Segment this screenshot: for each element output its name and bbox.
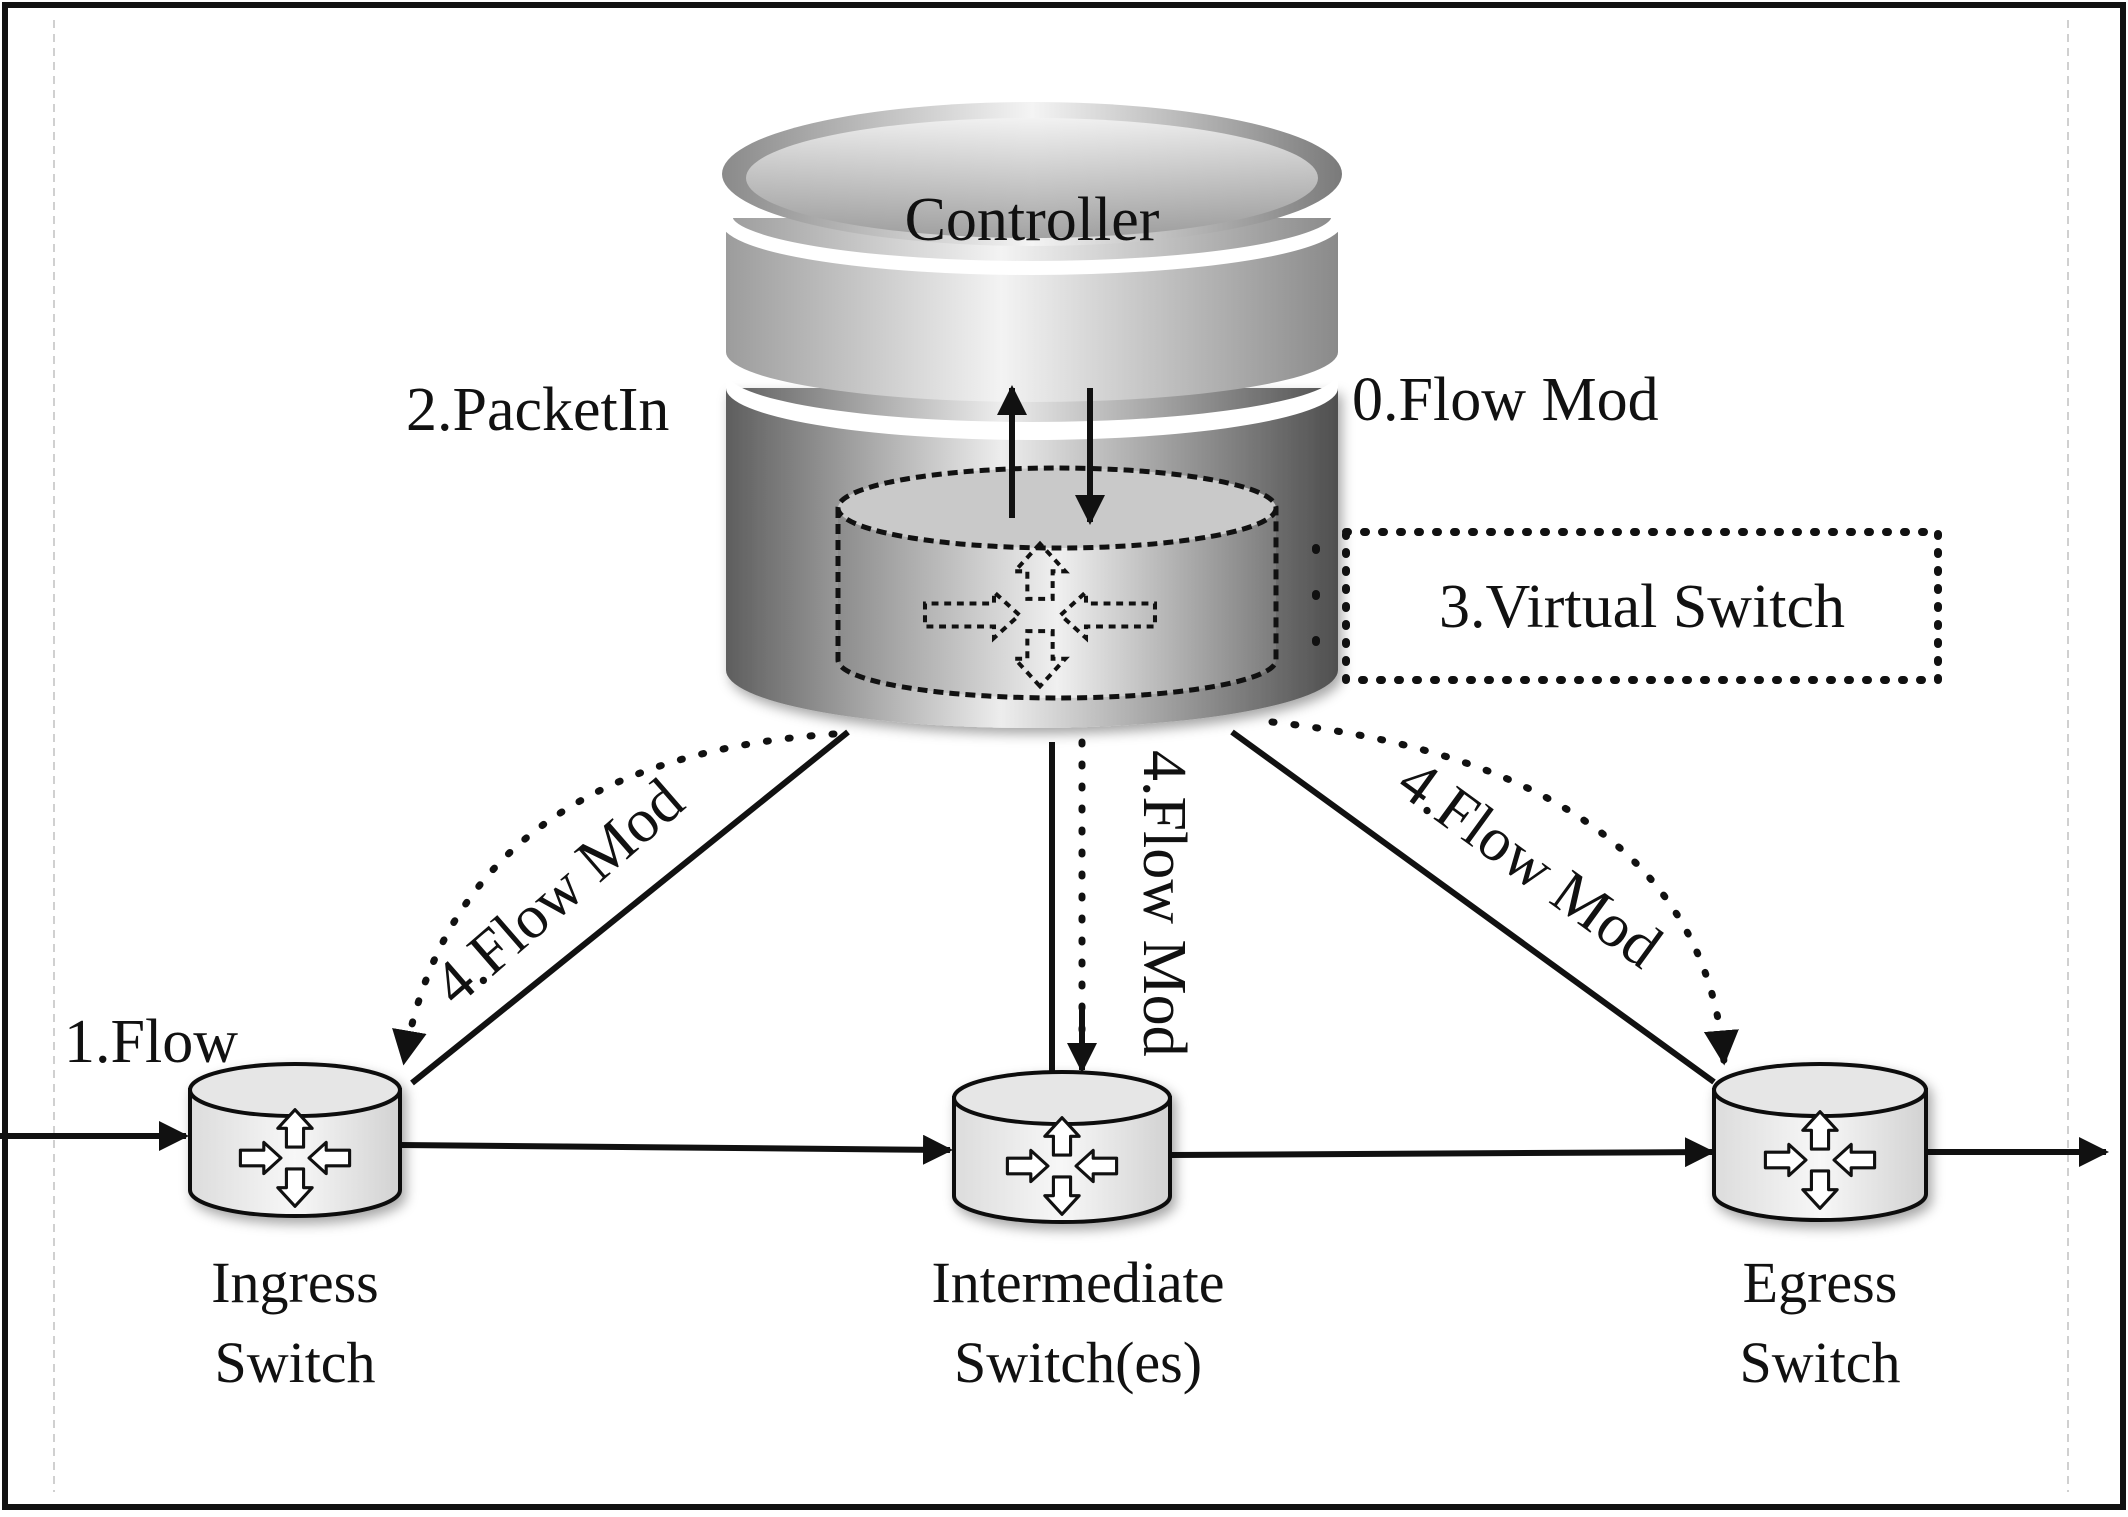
virtual-switch-icon — [922, 540, 1158, 690]
ingress-switch — [188, 1062, 402, 1218]
ingress-switch-label-2: Switch — [214, 1330, 375, 1395]
egress-switch-label-2: Switch — [1739, 1330, 1900, 1395]
label-flow-1: 1.Flow — [64, 1008, 238, 1076]
controller-label: Controller — [905, 186, 1160, 254]
ingress-switch-label-1: Ingress — [211, 1250, 379, 1315]
virtual-switch-cylinder — [835, 465, 1279, 701]
link-controller-ingress — [410, 729, 850, 1086]
label-flow-mod-0: 0.Flow Mod — [1352, 366, 1659, 434]
virtual-switch-callout — [1342, 528, 1942, 684]
link-controller-egress — [1230, 729, 1716, 1085]
controller-cylinder — [719, 102, 1345, 728]
label-flow-mod-4-center: 4.Flow Mod — [1130, 750, 1198, 1057]
label-virtual-switch: 3.Virtual Switch — [1439, 573, 1845, 641]
intermediate-switch-label-1: Intermediate — [931, 1250, 1224, 1315]
flow-mod-4-left-curve — [392, 730, 838, 1066]
flow-intermediate-to-egress — [1171, 1137, 1715, 1168]
label-packet-in: 2.PacketIn — [406, 376, 669, 444]
egress-switch-label-1: Egress — [1743, 1250, 1898, 1315]
flow-mod-4-right-curve — [1268, 718, 1739, 1066]
flow-ingress-to-intermediate — [399, 1134, 953, 1165]
intermediate-switch-label-2: Switch(es) — [954, 1330, 1202, 1395]
